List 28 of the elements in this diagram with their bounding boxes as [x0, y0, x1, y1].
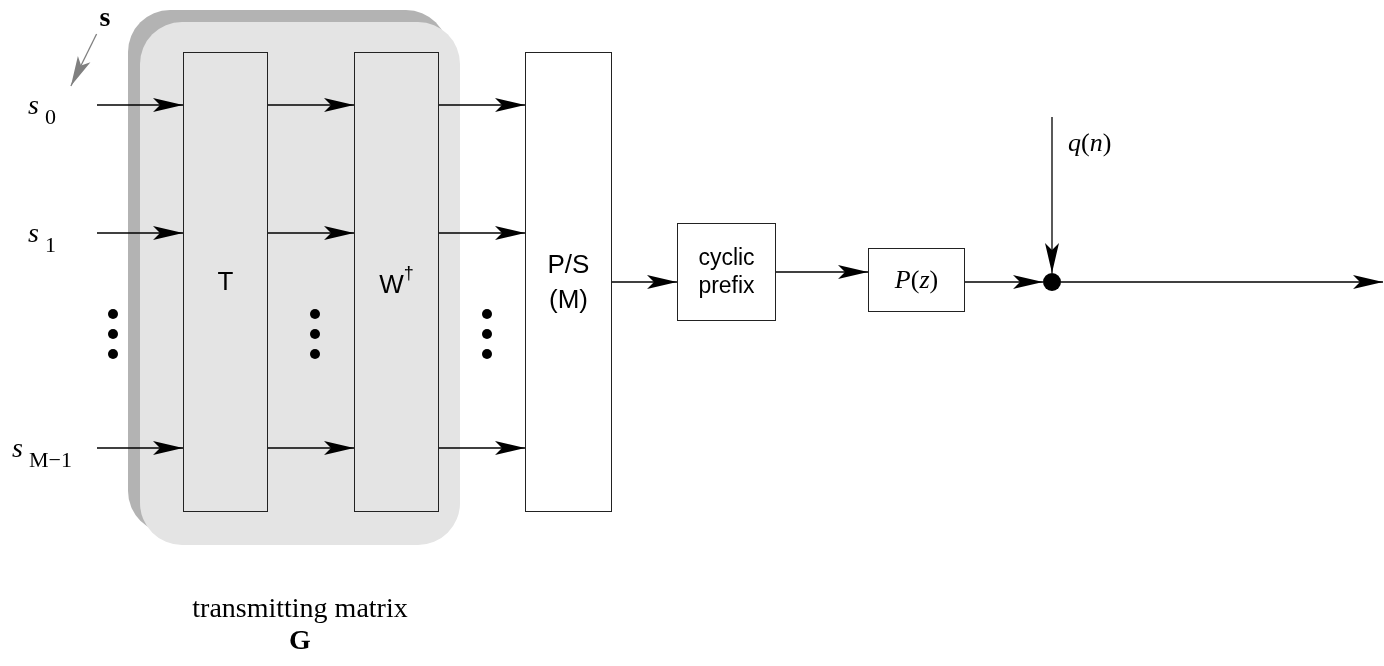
block-box: cyclic prefix — [677, 223, 776, 321]
arrow — [438, 98, 526, 112]
group-caption: transmitting matrix — [191, 592, 409, 624]
arrow — [438, 226, 526, 240]
arrow — [96, 98, 184, 112]
signal-label: s — [92, 0, 118, 34]
signal-label: s$_{0}$ — [22, 86, 97, 132]
arrow — [267, 226, 355, 240]
block-box: P/S (M) — [525, 52, 612, 512]
arrow — [96, 441, 184, 455]
arrow — [96, 226, 184, 240]
signal-label: s$_{M−1}$ — [6, 428, 97, 476]
block-box: W$^{†}$ — [354, 52, 439, 512]
arrow — [267, 98, 355, 112]
summing-junction — [1043, 273, 1061, 291]
arrow — [267, 441, 355, 455]
block-box: P(z) — [868, 248, 965, 312]
block-box: T — [183, 52, 268, 512]
arrow — [438, 441, 526, 455]
matrix-symbol: G — [288, 624, 312, 656]
arrow — [1060, 275, 1384, 289]
arrow — [964, 275, 1044, 289]
arrow — [70, 33, 98, 87]
arrow — [611, 275, 678, 289]
arrow — [1045, 116, 1059, 274]
signal-label: q(n) — [1068, 128, 1112, 158]
arrow — [775, 265, 869, 279]
signal-label: s$_{1}$ — [22, 214, 97, 260]
